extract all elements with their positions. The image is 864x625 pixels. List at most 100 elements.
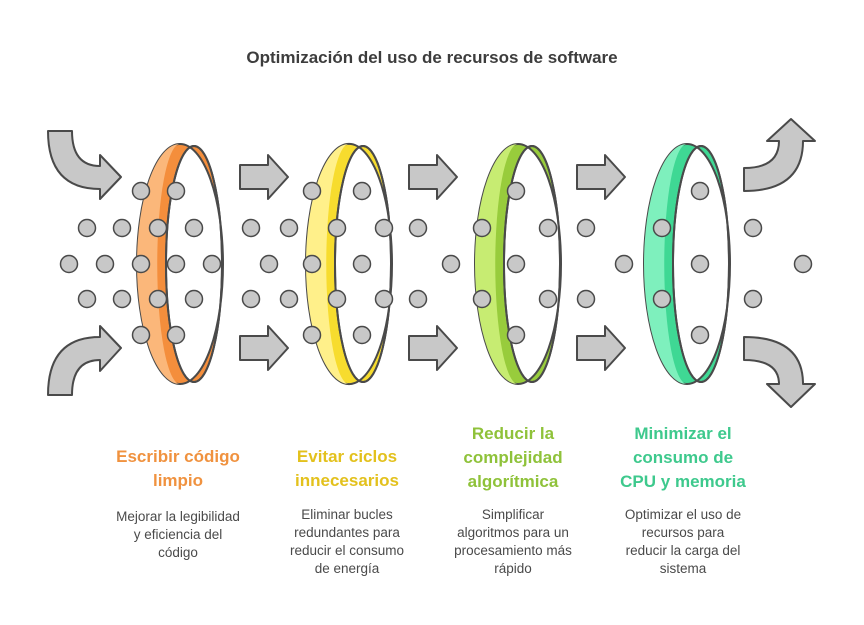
ring-inner-edge [334, 145, 392, 383]
dot [166, 181, 186, 201]
dot [506, 181, 526, 201]
dot [743, 218, 763, 238]
curved-arrow-in-bottom [47, 325, 122, 396]
stage-4-title-line: CPU y memoria [620, 472, 746, 491]
dot [506, 325, 526, 345]
dot [241, 289, 261, 309]
curved-arrow-in-top [47, 130, 122, 200]
dot [652, 289, 672, 309]
dot [538, 218, 558, 238]
dot [77, 289, 97, 309]
ring-highlight [137, 144, 180, 384]
stage-2-description: Eliminar bucles redundantes para reducir… [262, 506, 432, 578]
dot [614, 254, 634, 274]
dot [538, 289, 558, 309]
stage-2-title: Evitar ciclos innecesarios [262, 445, 432, 493]
stage-1-desc-line: código [158, 545, 198, 560]
flow-arrow [408, 325, 458, 371]
ring-inner-edge [165, 145, 223, 383]
dot [131, 325, 151, 345]
dot [327, 218, 347, 238]
stage-1-desc-line: y eficiencia del [133, 527, 223, 542]
dot [576, 289, 596, 309]
dot [184, 289, 204, 309]
stage-3-title-line: algorítmica [467, 472, 559, 491]
stage-2-desc-line: Eliminar bucles [301, 507, 393, 522]
flow-arrow [239, 325, 289, 371]
ring-highlight [644, 144, 687, 384]
ring-inner-edge [503, 145, 561, 383]
ring-highlight [306, 144, 349, 384]
stage-3-desc-line: procesamiento más [454, 543, 572, 558]
stage-4-title-line: consumo de [632, 448, 734, 467]
ring-4 [642, 143, 732, 385]
stage-4-desc-line: sistema [659, 561, 707, 576]
flow-arrow [576, 154, 626, 200]
stage-2-desc-line: reducir el consumo [289, 543, 405, 558]
dot [690, 325, 710, 345]
dot [77, 218, 97, 238]
dot [576, 218, 596, 238]
dot [166, 254, 186, 274]
page-title: Optimización del uso de recursos de soft… [246, 48, 618, 67]
dot [690, 254, 710, 274]
dot [408, 218, 428, 238]
stage-3-desc-line: Simplificar [481, 507, 545, 522]
stage-4-desc-line: reducir la carga del [625, 543, 741, 558]
dot [472, 218, 492, 238]
stage-2-title-line: innecesarios [295, 471, 399, 490]
dot [743, 289, 763, 309]
dot [184, 218, 204, 238]
ring-highlight [475, 144, 518, 384]
stage-1-title: Escribir código limpio [93, 445, 263, 493]
dot [327, 289, 347, 309]
dot [59, 254, 79, 274]
stage-4-desc-line: Optimizar el uso de [624, 507, 742, 522]
dot [690, 181, 710, 201]
stage-4-title-line: Minimizar el [634, 424, 732, 443]
dot [148, 289, 168, 309]
stage-3-description: Simplificar algoritmos para un procesami… [428, 506, 598, 578]
stage-3-title-line: complejidad [463, 448, 563, 467]
dot [441, 254, 461, 274]
stage-2-title-line: Evitar ciclos [296, 447, 398, 466]
dot [241, 218, 261, 238]
ring-inner-edge [672, 145, 730, 383]
dot [148, 218, 168, 238]
dot [112, 218, 132, 238]
dot [302, 181, 322, 201]
dot [95, 254, 115, 274]
stage-1-title-line: limpio [152, 471, 204, 490]
flow-arrow [239, 154, 289, 200]
stage-1-desc-line: Mejorar la legibilidad [116, 509, 240, 524]
stage-3-title: Reducir la complejidad algorítmica [428, 422, 598, 494]
dot [352, 325, 372, 345]
stage-2-desc-line: de energía [314, 561, 380, 576]
dot [506, 254, 526, 274]
dot [112, 289, 132, 309]
stage-4-desc-line: recursos para [641, 525, 725, 540]
dot [131, 254, 151, 274]
dot [202, 254, 222, 274]
stage-1-title-line: Escribir código [116, 447, 240, 466]
stage-4-title: Minimizar el consumo de CPU y memoria [598, 422, 768, 494]
dot [302, 254, 322, 274]
dot [279, 289, 299, 309]
stage-4-description: Optimizar el uso de recursos para reduci… [598, 506, 768, 578]
ring-2 [304, 143, 394, 385]
dot [374, 218, 394, 238]
dot [352, 181, 372, 201]
stage-3-desc-line: algoritmos para un [457, 525, 569, 540]
dot [472, 289, 492, 309]
stage-3-title-line: Reducir la [471, 424, 555, 443]
dot [352, 254, 372, 274]
dot [259, 254, 279, 274]
flow-arrow [576, 325, 626, 371]
dot [408, 289, 428, 309]
ring-3 [473, 143, 563, 385]
flow-arrow [408, 154, 458, 200]
curved-arrow-out-bottom [743, 336, 816, 408]
dot [793, 254, 813, 274]
dot [279, 218, 299, 238]
